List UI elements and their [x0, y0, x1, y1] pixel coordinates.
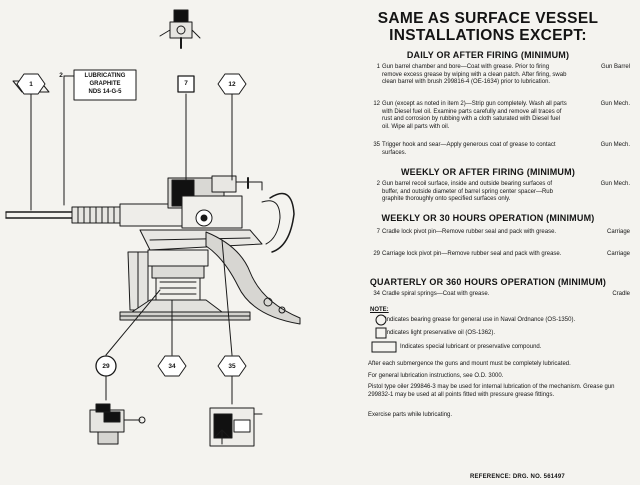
- callout-2-box: [73, 69, 137, 101]
- item-number: 29: [373, 251, 380, 257]
- legend-square-icon: [375, 327, 387, 339]
- item-text: Cradle lock pivot pin—Remove rubber seal…: [382, 229, 557, 235]
- item-number: 2: [376, 181, 380, 187]
- trigger-mechanism-detail: [209, 375, 263, 447]
- lube-item: 34 Cradle spiral springs—Coat with greas…: [373, 291, 637, 299]
- lube-item: 35 Trigger hook and sear—Apply generous …: [373, 142, 637, 157]
- title-line-2: INSTALLATIONS EXCEPT:: [389, 27, 587, 44]
- callout-2-line-3: NDS 14-G-5: [88, 89, 122, 95]
- legend-symbols: [371, 314, 397, 353]
- section-heading-quarterly: QUARTERLY OR 360 HOURS OPERATION (MINIMU…: [369, 277, 607, 287]
- item-text: Cradle spiral springs—Coat with grease.: [382, 291, 490, 297]
- section-heading-daily: DAILY OR AFTER FIRING (MINIMUM): [406, 50, 570, 60]
- remark-general-instructions: For general lubrication instructions, se…: [368, 373, 504, 379]
- item-text: Gun barrel chamber and bore—Coat with gr…: [382, 64, 567, 86]
- item-text: Gun barrel recoil surface, inside and ou…: [382, 181, 553, 203]
- remark-exercise-parts: Exercise parts while lubricating.: [368, 412, 453, 418]
- callout-1-hexagon: [16, 73, 46, 95]
- item-text: Trigger hook and sear—Apply generous coa…: [382, 142, 556, 156]
- note-label: NOTE:: [370, 307, 389, 313]
- lube-item: 29 Carriage lock pivot pin—Remove rubber…: [373, 251, 637, 259]
- item-number: 34: [373, 291, 380, 297]
- item-location: Gun Mech.: [600, 181, 630, 187]
- sight-assembly: [159, 9, 201, 49]
- item-number: 7: [376, 229, 380, 235]
- callout-35-hexagon: [217, 355, 247, 377]
- item-number: 1: [376, 64, 380, 70]
- lubricating-graphite-box: LUBRICATING GRAPHITE NDS 14-G-5: [75, 72, 135, 96]
- section-heading-weekly-after-firing: WEEKLY OR AFTER FIRING (MINIMUM): [400, 167, 576, 177]
- legend-circle-icon: [375, 314, 387, 326]
- item-location: Carriage: [606, 229, 630, 235]
- cradle: [139, 229, 301, 325]
- carriage-lock-detail: [89, 375, 146, 445]
- legend-rectangle-text: Indicates special lubricant or preservat…: [400, 344, 542, 350]
- callout-2-line-2: GRAPHITE: [89, 81, 121, 87]
- item-location: Cradle: [612, 291, 630, 297]
- item-location: Gun Barrel: [600, 64, 630, 70]
- lube-item: 1 Gun barrel chamber and bore—Coat with …: [377, 64, 637, 87]
- callout-34-label: 34: [168, 363, 176, 370]
- callout-12-hexagon: [217, 73, 247, 95]
- callout-7-label: 7: [184, 80, 188, 87]
- callout-12-label: 12: [228, 81, 236, 88]
- callout-7-square: [177, 75, 195, 93]
- remark-oiler-grease-gun: Pistol type oiler 299846-3 may be used f…: [368, 384, 615, 398]
- drawing-reference: REFERENCE: DRG. NO. 561497: [470, 474, 565, 480]
- legend-circle-text: Indicates bearing grease for general use…: [385, 317, 576, 323]
- gun-barrel: [5, 203, 183, 227]
- pedestal: [119, 249, 251, 321]
- callout-2-label: 2: [59, 72, 63, 79]
- legend-rectangle-icon: [371, 341, 397, 353]
- item-number: 12: [373, 101, 380, 107]
- callout-1-label: 1: [29, 81, 33, 88]
- item-number: 35: [373, 142, 380, 148]
- lube-item: 12 Gun (except as noted in item 2)—Strip…: [373, 101, 637, 131]
- item-text: Carriage lock pivot pin—Remove rubber se…: [382, 251, 562, 257]
- callout-34-hexagon: [157, 355, 187, 377]
- title-line-1: SAME AS SURFACE VESSEL: [377, 10, 599, 27]
- lube-item: 7 Cradle lock pivot pin—Remove rubber se…: [377, 229, 637, 237]
- callout-2-line-1: LUBRICATING: [84, 73, 126, 79]
- legend-square-text: Indicates light preservative oil (OS-136…: [385, 330, 496, 336]
- item-location: Carriage: [606, 251, 630, 257]
- callout-29-label: 29: [102, 363, 110, 370]
- callout-35-label: 35: [228, 363, 236, 370]
- item-text: Gun (except as noted in item 2)—Strip gu…: [382, 101, 567, 130]
- lube-item: 2 Gun barrel recoil surface, inside and …: [377, 181, 637, 204]
- item-location: Gun Mech.: [600, 142, 630, 148]
- gun-receiver: [167, 175, 295, 253]
- remark-submergence: After each submergence the guns and moun…: [368, 361, 571, 367]
- section-heading-weekly-30-hours: WEEKLY OR 30 HOURS OPERATION (MINIMUM): [381, 213, 595, 223]
- item-location: Gun Mech.: [600, 101, 630, 107]
